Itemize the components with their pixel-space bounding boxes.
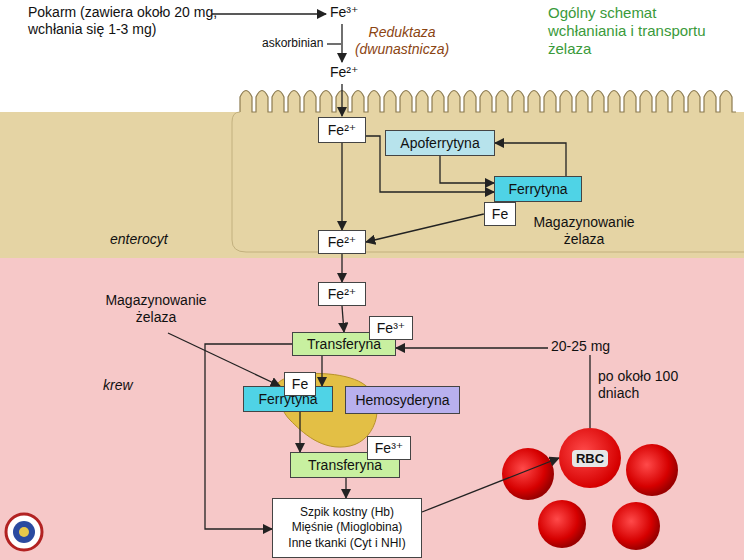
box-label: Fe³⁺ xyxy=(377,320,405,336)
text-label: po około 100 dniach xyxy=(598,368,690,402)
flow-arrow xyxy=(345,478,346,498)
box-label: Inne tkanki (Cyt i NHI) xyxy=(288,536,405,552)
ion-box: Fe²⁺ xyxy=(318,282,366,306)
region-label: krew xyxy=(103,377,133,393)
flow-arrow xyxy=(366,136,494,192)
region-label: enterocyt xyxy=(110,231,168,247)
flow-arrow xyxy=(341,254,342,282)
flow-arrow xyxy=(321,356,322,386)
flow-arrow xyxy=(341,143,342,230)
ion-box: Fe²⁺ xyxy=(318,117,366,143)
box-label: Fe²⁺ xyxy=(328,286,356,302)
text-label: Reduktaza (dwunastnicza) xyxy=(348,24,456,58)
text-label: Magazynowanie żelaza xyxy=(100,292,212,326)
box-label: Mięśnie (Mioglobina) xyxy=(292,520,403,536)
edge-label: 20-25 mg xyxy=(548,338,613,355)
flow-arrow xyxy=(440,156,494,183)
text-label: Fe³⁺ xyxy=(330,4,358,21)
region-band: enterocytFe²⁺ApoferrytynaFerrytynaFeFe²⁺ xyxy=(0,112,744,258)
flow-arrow xyxy=(342,306,344,332)
box-label: Fe²⁺ xyxy=(328,122,356,138)
protein-box: Hemosyderyna xyxy=(345,386,460,414)
tissue-box: Szpik kostny (Hb)Mięśnie (Mioglobina)Inn… xyxy=(272,498,422,558)
ion-box: Fe³⁺ xyxy=(367,436,411,460)
ion-box: Fe xyxy=(484,202,516,226)
flow-arrow xyxy=(396,348,590,428)
box-label: Fe xyxy=(492,206,508,222)
flow-arrow xyxy=(422,458,559,512)
cell-label: RBC xyxy=(572,450,608,467)
text-label: Pokarm (zawiera około 20 mg, wchłania si… xyxy=(28,4,218,38)
box-label: Apoferrytyna xyxy=(400,135,479,151)
protein-box: Apoferrytyna xyxy=(385,130,495,156)
box-label: Hemosyderyna xyxy=(355,392,449,408)
box-label: Fe²⁺ xyxy=(328,234,356,250)
text-label: Fe²⁺ xyxy=(330,64,358,81)
box-label: Fe³⁺ xyxy=(375,440,403,456)
text-label: askorbinian xyxy=(262,36,323,50)
box-label: Fe xyxy=(292,376,308,392)
flow-arrow xyxy=(299,412,300,452)
protein-box: Ferrytyna xyxy=(494,176,582,202)
diagram-title: Ogólny schemat wchłaniania i transportu … xyxy=(548,4,738,58)
ion-box: Fe xyxy=(284,372,316,396)
rbc-circle: RBC xyxy=(559,428,621,488)
flow-arrow xyxy=(495,143,566,176)
flow-arrow xyxy=(205,344,292,529)
ion-box: Fe³⁺ xyxy=(369,316,413,340)
flow-arrow xyxy=(366,214,484,242)
ion-box: Fe²⁺ xyxy=(318,230,366,254)
box-label: Szpik kostny (Hb) xyxy=(300,505,394,521)
box-label: Ferrytyna xyxy=(508,181,567,197)
text-label: Magazynowanie żelaza xyxy=(526,214,642,248)
